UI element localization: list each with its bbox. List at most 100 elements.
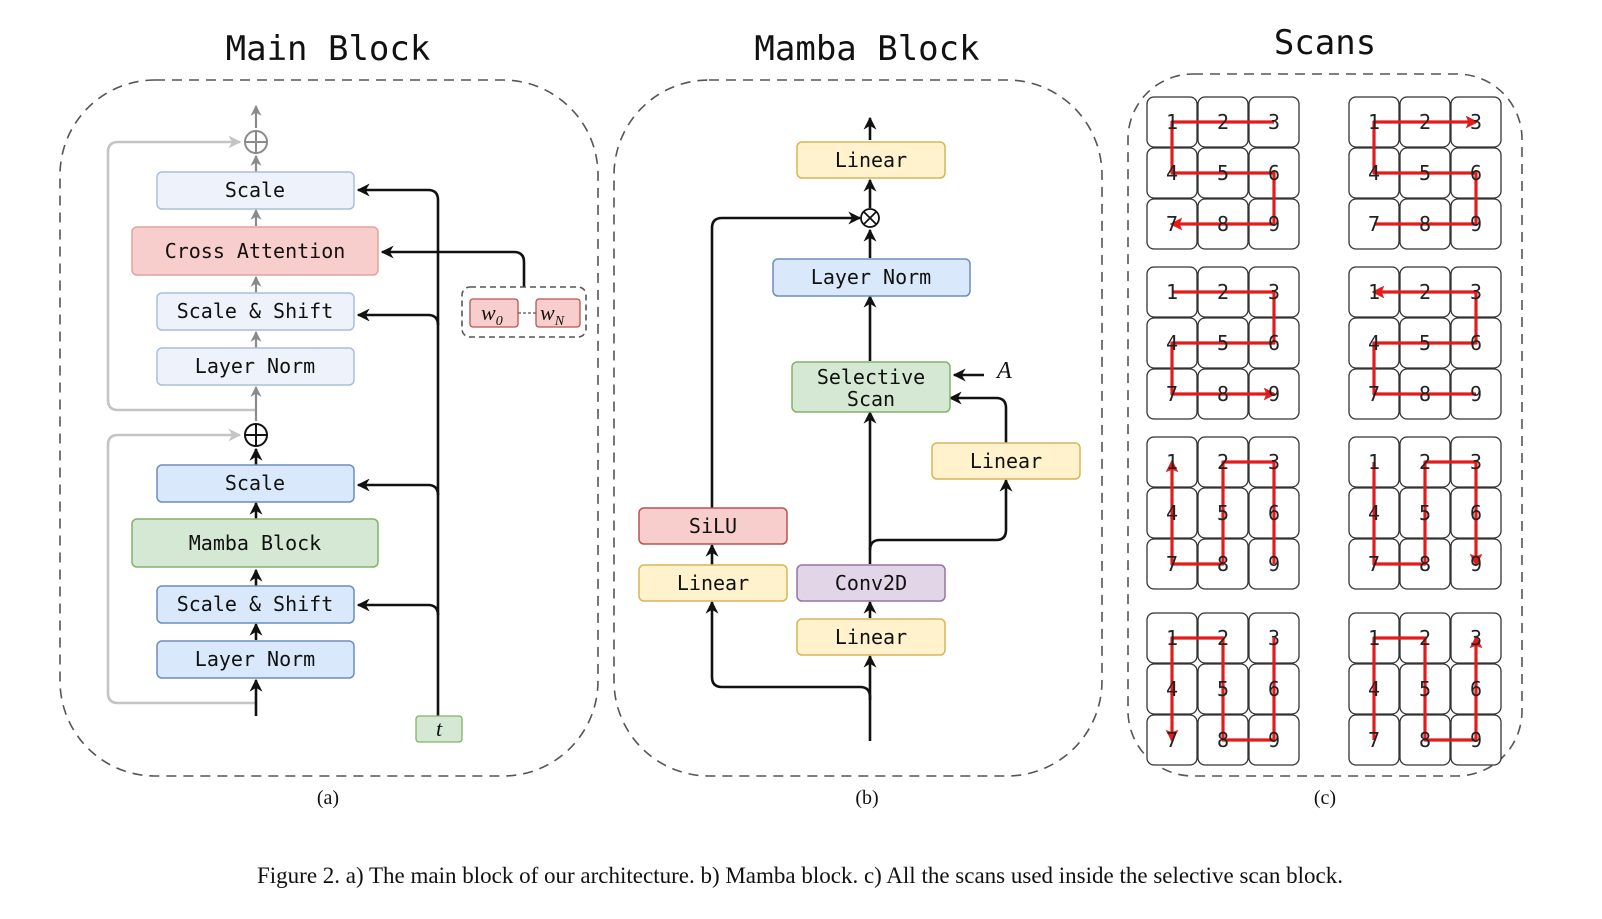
scale-top-label: Scale (225, 178, 285, 202)
scan-path-5 (1165, 459, 1276, 566)
weight-w0-label: w0 (481, 300, 503, 329)
scan-cell-number: 3 (1470, 110, 1482, 134)
t-input-label: t (436, 716, 443, 741)
scan-cell-number: 8 (1419, 552, 1431, 576)
scan-cell-number: 8 (1419, 728, 1431, 752)
a-input-label: A (995, 358, 1012, 384)
scan-cell-number: 6 (1470, 331, 1482, 355)
scan-cell-number: 6 (1268, 677, 1280, 701)
scans-title: Scans (1274, 23, 1376, 63)
scan-cell-number: 7 (1166, 382, 1178, 406)
layer-norm-label: Layer Norm (811, 265, 931, 289)
scan-path-8 (1372, 635, 1483, 742)
scan-cell-number: 6 (1268, 501, 1280, 525)
arrow-silu-to-multiply (710, 211, 862, 508)
scan-path-6 (1372, 460, 1483, 567)
scan-cell-number: 4 (1166, 677, 1178, 701)
linear-bottom-block: Linear (796, 618, 946, 656)
selective-scan-label-2: Scan (847, 387, 895, 411)
scan-cell-number: 4 (1368, 331, 1380, 355)
linear-top-block: Linear (796, 141, 946, 179)
scan-cell-number: 5 (1217, 331, 1229, 355)
layer-norm-bottom-block: Layer Norm (156, 640, 355, 679)
layer-norm-top-block: Layer Norm (156, 347, 355, 386)
scan-cell-number: 3 (1268, 110, 1280, 134)
mamba-block-border (613, 79, 1103, 777)
scan-cell-number: 7 (1368, 728, 1380, 752)
scale-top-block: Scale (156, 171, 355, 210)
scan-cell-number: 9 (1268, 728, 1280, 752)
scan-cell-number: 9 (1470, 382, 1482, 406)
multiply-node (860, 208, 880, 228)
scale-bottom-block: Scale (156, 464, 355, 503)
scan-cell-number: 3 (1268, 280, 1280, 304)
scan-cell-number: 9 (1268, 212, 1280, 236)
scan-cell-number: 7 (1166, 728, 1178, 752)
add-node-bottom (244, 423, 268, 447)
scan-cell-number: 8 (1419, 212, 1431, 236)
scan-grid-2: 1 2 3 4 5 6 7 8 9 (1348, 96, 1502, 250)
linear-top-label: Linear (835, 148, 907, 172)
silu-block: SiLU (638, 507, 788, 545)
scan-cell-number: 1 (1368, 450, 1380, 474)
scan-cell-number: 2 (1419, 110, 1431, 134)
scan-cell-number: 7 (1368, 212, 1380, 236)
scan-path-7 (1165, 636, 1276, 743)
scan-cell-number: 6 (1268, 331, 1280, 355)
scan-cell-number: 7 (1166, 552, 1178, 576)
scan-cell-number: 1 (1368, 280, 1380, 304)
t-to-scale-bottom (356, 478, 440, 496)
t-to-scale-top (356, 183, 440, 716)
scan-cell-number: 5 (1217, 161, 1229, 185)
scan-cell-number: 9 (1268, 552, 1280, 576)
t-to-scale-shift-bottom (356, 598, 440, 616)
scan-cell-number: 3 (1470, 280, 1482, 304)
scan-cell-number: 5 (1419, 501, 1431, 525)
scan-path-3 (1170, 290, 1277, 401)
scan-cell-number: 3 (1470, 626, 1482, 650)
scan-cell-number: 3 (1268, 626, 1280, 650)
scan-cell-number: 1 (1166, 626, 1178, 650)
layer-norm-top-label: Layer Norm (195, 354, 315, 378)
scan-cell-number: 4 (1166, 161, 1178, 185)
scan-cell-number: 4 (1368, 161, 1380, 185)
selective-scan-label-1: Selective (817, 365, 925, 389)
scan-cell-number: 8 (1217, 212, 1229, 236)
main-block-title: Main Block (226, 29, 431, 69)
scan-cell-number: 5 (1419, 161, 1431, 185)
scan-cell-number: 9 (1470, 728, 1482, 752)
silu-label: SiLU (689, 514, 737, 538)
weights-group: w0 wN (461, 286, 587, 338)
residual-skip-bottom (106, 428, 255, 705)
linear-right-label: Linear (970, 449, 1042, 473)
main-block-sublabel: (a) (317, 787, 339, 809)
scan-cell-number: 3 (1470, 450, 1482, 474)
mamba-block-title: Mamba Block (754, 29, 979, 69)
mamba-block-panel: Mamba Block Linear Layer Norm (613, 29, 1103, 809)
scan-cell-number: 2 (1217, 450, 1229, 474)
scan-cell-number: 7 (1368, 382, 1380, 406)
scan-cell-number: 1 (1368, 626, 1380, 650)
scan-cell-number: 8 (1217, 382, 1229, 406)
main-block-panel: Main Block (59, 29, 599, 809)
scan-cell-number: 6 (1470, 161, 1482, 185)
scan-cell-number: 9 (1470, 212, 1482, 236)
conv2d-label: Conv2D (835, 571, 907, 595)
mamba-block-sublabel: (b) (855, 787, 878, 809)
scan-path-2 (1372, 115, 1479, 226)
linear-bottom-label: Linear (835, 625, 907, 649)
arrow-linear-right-to-scan (948, 391, 1008, 443)
scan-cell-number: 2 (1419, 626, 1431, 650)
cross-attention-label: Cross Attention (165, 239, 346, 263)
scan-cell-number: 5 (1419, 331, 1431, 355)
scan-cell-number: 1 (1368, 110, 1380, 134)
scan-cell-number: 1 (1166, 110, 1178, 134)
